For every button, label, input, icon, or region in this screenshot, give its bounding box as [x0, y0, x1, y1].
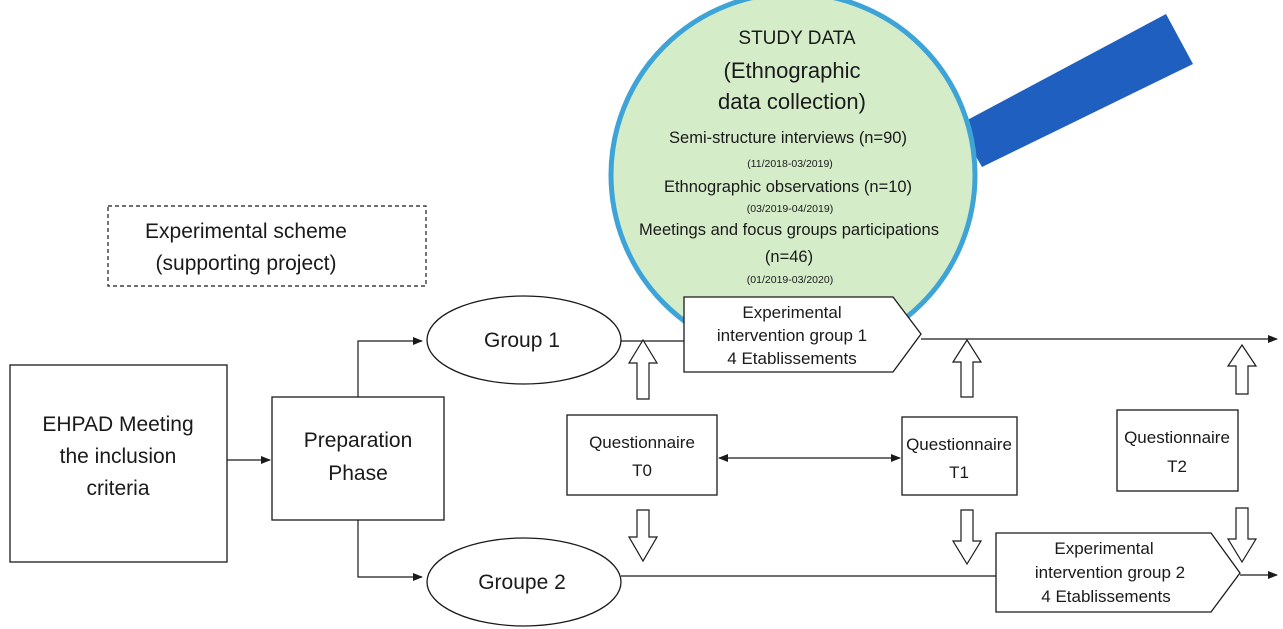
t2-up-arrow: [1226, 343, 1258, 395]
ehpad-box: [9, 364, 228, 563]
meetings-count: (n=46): [765, 248, 813, 266]
preparation-phase-box: [271, 396, 445, 521]
group2-label: Groupe 2: [478, 571, 566, 594]
group2-ellipse: [426, 537, 622, 627]
interviews-label: Semi-structure interviews (n=90): [669, 129, 907, 147]
experimental-scheme-line2: (supporting project): [156, 252, 337, 275]
study-data-subtitle-2: data collection): [718, 89, 866, 114]
questionnaire-t1-line2: T1: [949, 463, 969, 482]
preparation-to-group1-arrow: [357, 337, 423, 397]
ehpad-line1: EHPAD Meeting: [42, 413, 193, 436]
intervention2-line1: Experimental: [1054, 539, 1153, 558]
intervention2-line3: 4 Etablissements: [1041, 587, 1170, 606]
t1-down-arrow: [951, 509, 983, 566]
questionnaire-t0-line1: Questionnaire: [589, 433, 695, 452]
observations-label: Ethnographic observations (n=10): [664, 178, 912, 196]
preparation-line2: Phase: [328, 462, 388, 485]
meetings-dates: (01/2019-03/2020): [747, 274, 833, 286]
intervention1-line1: Experimental: [742, 303, 841, 322]
t0-down-arrow: [627, 509, 659, 563]
meetings-label: Meetings and focus groups participations: [639, 221, 939, 239]
t0-up-arrow: [627, 338, 659, 400]
questionnaire-t2-box: [1116, 409, 1239, 492]
ehpad-line3: criteria: [86, 477, 149, 500]
preparation-line1: Preparation: [304, 429, 413, 452]
group1-label: Group 1: [484, 329, 560, 352]
intervention-group2-shape: [995, 532, 1241, 613]
ehpad-line2: the inclusion: [60, 445, 177, 468]
questionnaire-t2-line1: Questionnaire: [1124, 428, 1230, 447]
intervention1-line2: intervention group 1: [717, 326, 867, 345]
magnifier-handle: [958, 14, 1193, 167]
study-data-subtitle-1: (Ethnographic: [724, 58, 861, 83]
intervention-group1-shape: [683, 296, 922, 373]
questionnaire-t0-line2: T0: [632, 461, 652, 480]
questionnaire-t1-line1: Questionnaire: [906, 435, 1012, 454]
group1-ellipse: [426, 295, 622, 385]
preparation-to-group2-arrow: [357, 520, 423, 581]
intervention1-line3: 4 Etablissements: [727, 349, 856, 368]
questionnaire-t1-box: [901, 416, 1018, 496]
questionnaire-t0-box: [566, 414, 718, 496]
experimental-scheme-box: [107, 205, 427, 287]
questionnaire-t2-line2: T2: [1167, 457, 1187, 476]
t1-up-arrow: [951, 338, 983, 398]
interviews-dates: (11/2018-03/2019): [747, 158, 833, 170]
t2-down-arrow: [1226, 507, 1258, 564]
intervention2-line2: intervention group 2: [1035, 563, 1185, 582]
study-data-title: STUDY DATA: [738, 28, 856, 49]
observations-dates: (03/2019-04/2019): [747, 203, 833, 215]
experimental-scheme-line1: Experimental scheme: [145, 220, 347, 243]
